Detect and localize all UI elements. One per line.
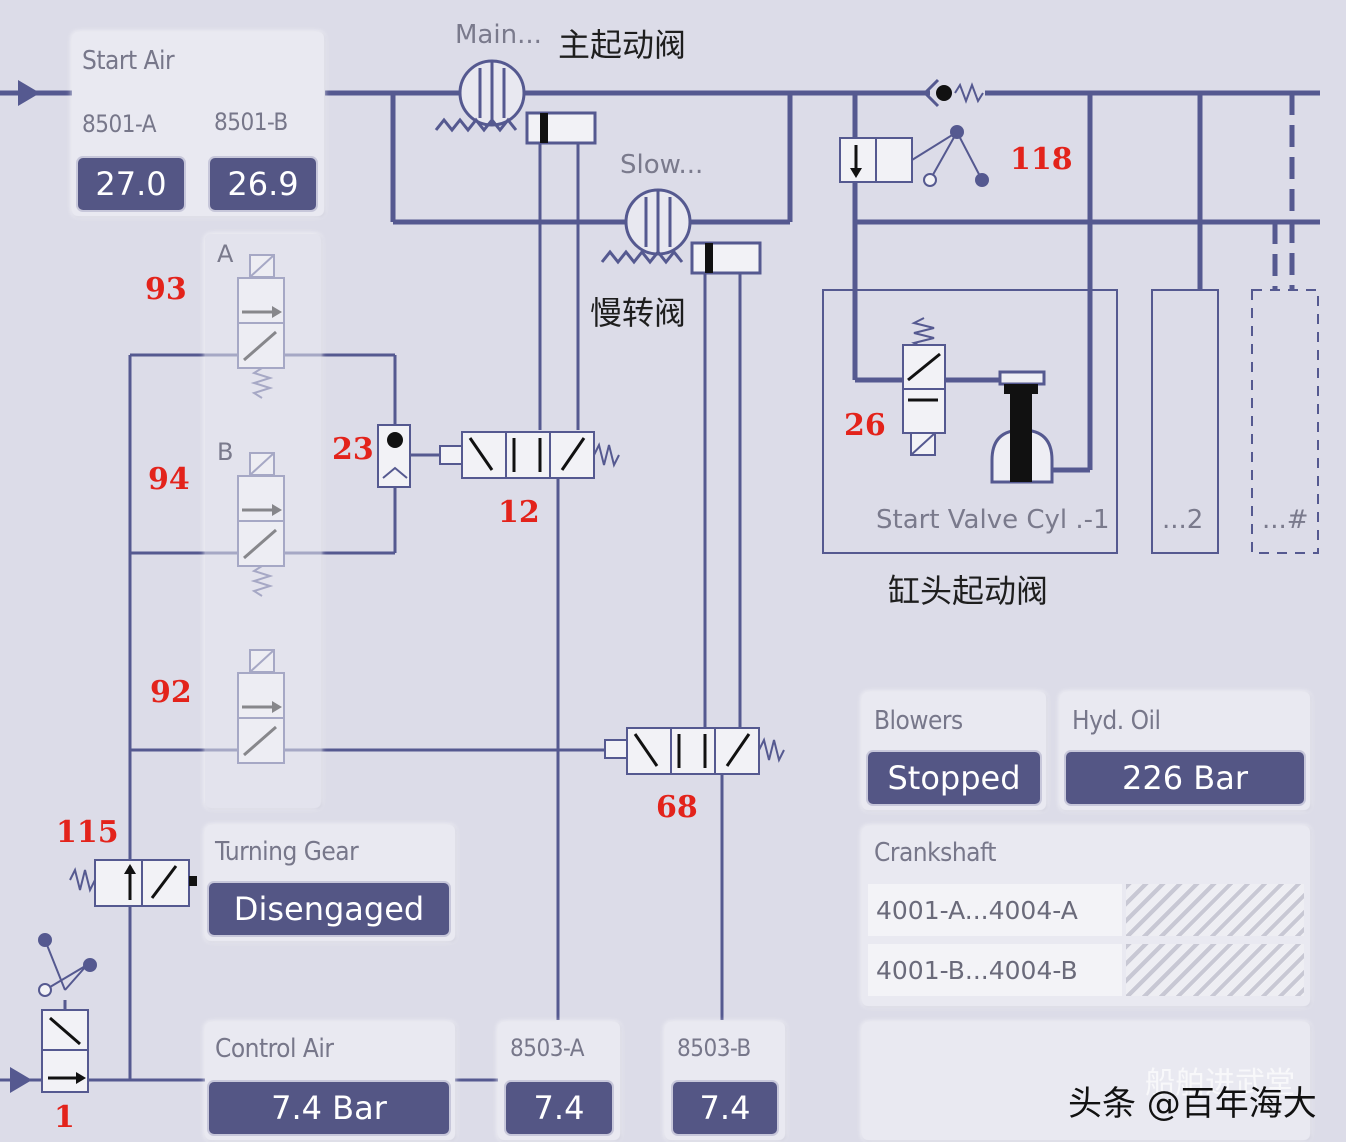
slow-valve-cn-label: 慢转阀: [590, 294, 687, 332]
crankshaft-row-b: 4001-B...4004-B: [868, 944, 1122, 996]
valve-115-icon: [69, 859, 197, 907]
turning-gear-title: Turning Gear: [215, 837, 359, 867]
pressure-8503a-label: 8503-A: [510, 1034, 584, 1062]
pressure-8503b-label: 8503-B: [677, 1034, 751, 1062]
main-valve-cn-label: 主起动阀: [558, 26, 687, 64]
cylinder-n-label: ...#: [1262, 505, 1309, 535]
inlet-arrow-icon: [18, 80, 40, 106]
cylinder-2-frame: [1151, 289, 1219, 554]
control-inlet-arrow-icon: [10, 1067, 32, 1093]
number-26: 26: [844, 408, 886, 443]
blowers-panel: Blowers Stopped: [862, 692, 1046, 810]
turning-gear-panel: Turning Gear Disengaged: [205, 825, 455, 941]
pressure-8503a-panel: 8503-A 7.4: [498, 1022, 620, 1140]
main-start-valve-icon: [434, 59, 597, 145]
start-valve-cyl-cn-label: 缸头起动阀: [888, 572, 1049, 610]
blowers-status: Stopped: [868, 752, 1040, 804]
number-1: 1: [54, 1100, 75, 1135]
watermark-line1: 船舶进武堂: [1145, 1066, 1295, 1101]
pressure-8503b-panel: 8503-B 7.4: [665, 1022, 785, 1140]
pressure-8501a-value: 27.0: [78, 158, 184, 210]
start-air-title: Start Air: [82, 46, 175, 76]
solenoid-b-letter: B: [217, 438, 234, 466]
turning-gear-status: Disengaged: [209, 883, 449, 935]
hyd-oil-panel: Hyd. Oil 226 Bar: [1060, 692, 1310, 810]
number-23: 23: [332, 432, 374, 467]
start-air-panel: Start Air 8501-A 8501-B 27.0 26.9: [72, 32, 324, 216]
valve-118-icon: [839, 125, 989, 187]
crankshaft-row-a: 4001-A...4004-A: [868, 884, 1122, 936]
valve-12-icon: [439, 431, 620, 479]
solenoid-a-letter: A: [217, 240, 234, 268]
slow-valve-label: Slow...: [620, 150, 704, 180]
start-valve-cyl-label: Start Valve Cyl .-1: [876, 505, 1110, 535]
cylinder-2-label: ...2: [1162, 505, 1204, 535]
slow-turning-valve-icon: [600, 188, 762, 275]
crankshaft-title: Crankshaft: [874, 838, 996, 868]
control-air-value: 7.4 Bar: [209, 1082, 449, 1134]
number-118: 118: [1010, 142, 1073, 177]
shuttle-valve-23-icon: [377, 424, 411, 488]
empty-panel: [862, 1022, 1310, 1140]
crankshaft-panel: Crankshaft 4001-A...4004-A 4001-B...4004…: [862, 826, 1310, 1006]
check-valve-icon: [922, 78, 984, 108]
control-air-panel: Control Air 7.4 Bar: [205, 1022, 455, 1140]
cylinder-1-frame: [822, 289, 1118, 554]
number-68: 68: [656, 790, 698, 825]
number-12: 12: [498, 495, 540, 530]
crankshaft-row-a-hatch: [1126, 884, 1304, 936]
valve-1-icon: [38, 933, 97, 1093]
cylinder-n-frame: [1251, 289, 1319, 554]
main-valve-label: Main...: [455, 20, 542, 50]
valve-68-icon: [604, 727, 785, 775]
crankshaft-row-b-hatch: [1126, 944, 1304, 996]
pressure-8501a-label: 8501-A: [82, 110, 156, 138]
solenoid-valve-group: A B: [205, 234, 321, 808]
watermark-line2: 头条 @百年海大: [1068, 1084, 1317, 1124]
hyd-oil-title: Hyd. Oil: [1072, 706, 1161, 736]
blowers-title: Blowers: [874, 706, 963, 736]
control-air-title: Control Air: [215, 1034, 334, 1064]
pressure-8501b-value: 26.9: [210, 158, 316, 210]
pressure-8503b-value: 7.4: [673, 1082, 777, 1134]
hyd-oil-value: 226 Bar: [1066, 752, 1304, 804]
pressure-8503a-value: 7.4: [506, 1082, 612, 1134]
number-115: 115: [56, 815, 119, 850]
number-93: 93: [145, 272, 187, 307]
valve-26-icon: [902, 317, 946, 456]
start-valve-cylinder-icon: [990, 370, 1054, 484]
number-94: 94: [148, 462, 190, 497]
number-92: 92: [150, 675, 192, 710]
pressure-8501b-label: 8501-B: [214, 108, 288, 136]
